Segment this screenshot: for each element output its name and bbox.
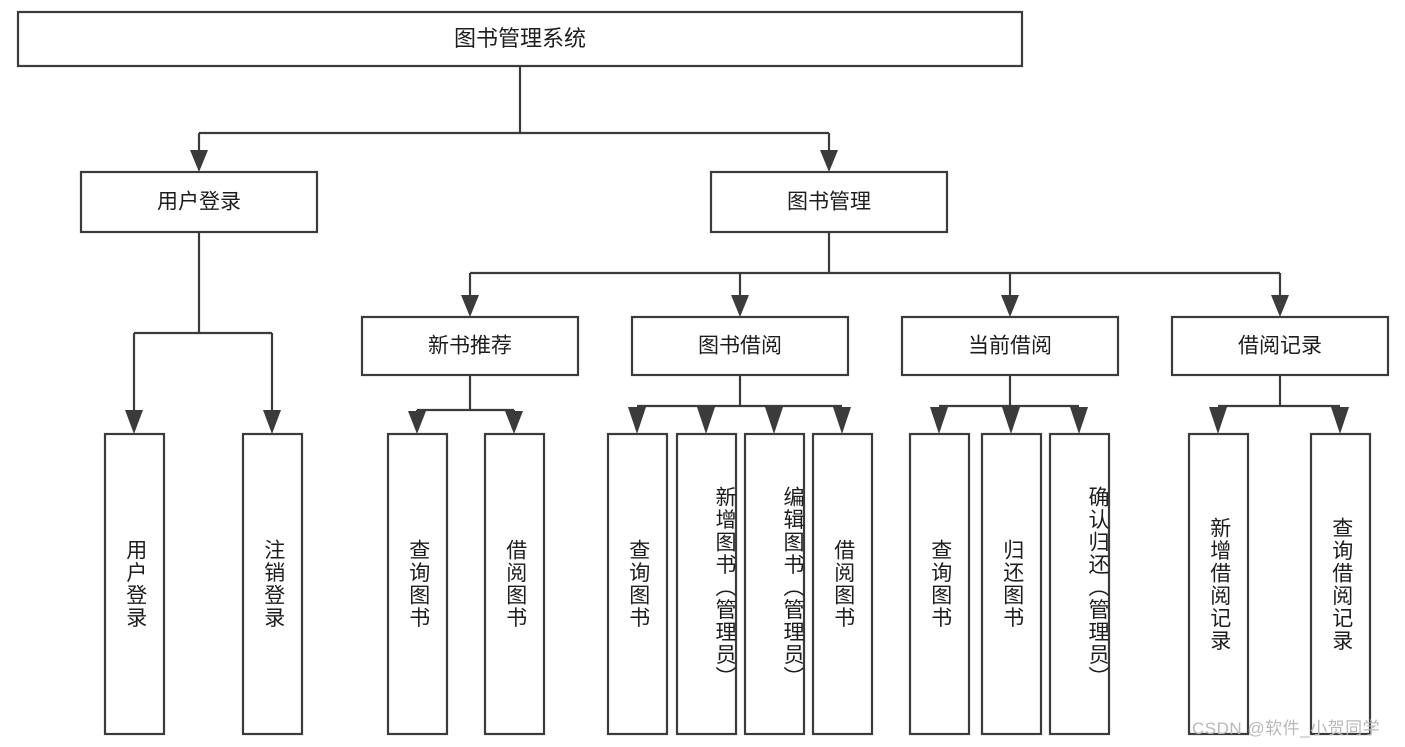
node-box-book-borrow[interactable] bbox=[630, 315, 850, 377]
leaf-box-borrow-book-1[interactable] bbox=[483, 432, 546, 736]
leaf-box-edit-book-admin[interactable] bbox=[743, 432, 806, 736]
arrow-borrow-leaf2-icon bbox=[697, 407, 715, 434]
arrow-current-leaf3-icon bbox=[1070, 407, 1088, 434]
node-label-borrow-record: 借阅记录 bbox=[1238, 335, 1322, 358]
node-label-root: 图书管理系统 bbox=[454, 26, 586, 51]
arrow-root-to-book-icon bbox=[820, 150, 838, 172]
node-label-user-login: 用户登录 bbox=[157, 191, 241, 214]
arrow-user-leaf2-icon bbox=[263, 410, 281, 434]
leaf-box-borrow-book-2[interactable] bbox=[811, 432, 874, 736]
node-box-root[interactable] bbox=[16, 10, 1024, 68]
leaf-box-add-book-admin[interactable] bbox=[675, 432, 738, 736]
connector-group-book-mgmt bbox=[461, 232, 1289, 317]
leaf-box-logout[interactable] bbox=[241, 432, 304, 736]
arrow-newbook-leaf2-icon bbox=[505, 411, 523, 434]
leaf-box-query-book-2[interactable] bbox=[606, 432, 669, 736]
leaf-box-return-book[interactable] bbox=[980, 432, 1043, 736]
node-box-borrow-record[interactable] bbox=[1170, 315, 1390, 377]
node-box-user-login[interactable] bbox=[79, 170, 319, 234]
leaf-box-confirm-return-admin[interactable] bbox=[1048, 432, 1111, 736]
csdn-watermark: CSDN @软件_小贺同学 bbox=[1192, 719, 1381, 738]
arrow-root-to-user-icon bbox=[190, 150, 208, 172]
arrow-record-leaf2-icon bbox=[1331, 407, 1349, 434]
connector-group-user-login bbox=[125, 232, 281, 434]
arrow-to-new-book-icon bbox=[461, 295, 479, 317]
arrow-borrow-leaf4-icon bbox=[833, 407, 851, 434]
node-label-new-book-recommend: 新书推荐 bbox=[428, 335, 512, 358]
node-label-book-management: 图书管理 bbox=[787, 191, 871, 214]
node-label-book-borrow: 图书借阅 bbox=[698, 335, 782, 358]
arrow-newbook-leaf1-icon bbox=[408, 411, 426, 434]
arrow-to-borrow-record-icon bbox=[1271, 295, 1289, 317]
arrow-borrow-leaf3-icon bbox=[765, 407, 783, 434]
arrow-to-book-borrow-icon bbox=[731, 295, 749, 317]
arrow-record-leaf1-icon bbox=[1209, 407, 1227, 434]
node-box-current-borrow[interactable] bbox=[900, 315, 1120, 377]
leaf-box-add-borrow-record[interactable] bbox=[1187, 432, 1250, 736]
leaf-box-query-borrow-record[interactable] bbox=[1309, 432, 1372, 736]
node-box-new-book-recommend[interactable] bbox=[360, 315, 580, 377]
arrow-to-current-borrow-icon bbox=[1001, 295, 1019, 317]
connector-group-root bbox=[190, 66, 838, 172]
arrow-borrow-leaf1-icon bbox=[628, 407, 646, 434]
leaf-box-user-login[interactable] bbox=[103, 432, 166, 736]
connector-group-borrow-record bbox=[1209, 375, 1349, 434]
leaf-box-query-book-3[interactable] bbox=[908, 432, 971, 736]
connector-group-current-borrow bbox=[930, 375, 1088, 434]
arrow-current-leaf1-icon bbox=[930, 407, 948, 434]
node-label-current-borrow: 当前借阅 bbox=[968, 335, 1052, 358]
arrow-user-leaf1-icon bbox=[125, 410, 143, 434]
node-box-book-management[interactable] bbox=[709, 170, 949, 234]
connector-group-new-book bbox=[408, 375, 523, 434]
leaf-box-query-book-1[interactable] bbox=[386, 432, 449, 736]
arrow-current-leaf2-icon bbox=[1002, 407, 1020, 434]
connector-group-book-borrow bbox=[628, 375, 851, 434]
